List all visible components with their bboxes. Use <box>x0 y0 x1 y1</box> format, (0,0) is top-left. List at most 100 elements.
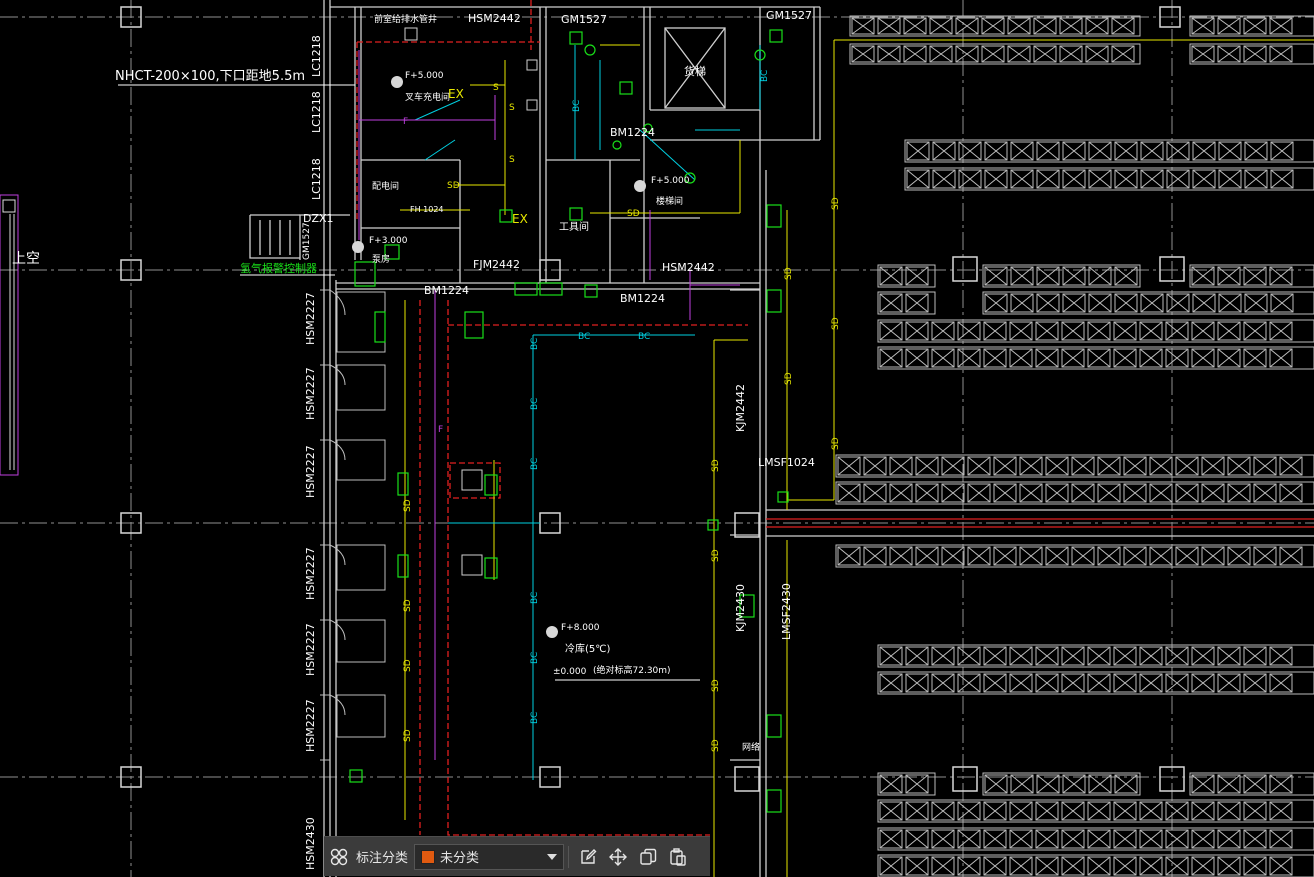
rack-cell <box>1061 856 1085 876</box>
rack-cell <box>837 483 861 503</box>
rack-cell-cross <box>1253 456 1277 476</box>
door-tag-kjm2442: KJM2442 <box>734 384 747 432</box>
rack-cell-cross <box>915 456 939 476</box>
rack-cell-cross <box>1227 546 1251 566</box>
rack-cell-cross <box>1139 829 1163 849</box>
rack-cell-cross <box>1269 348 1293 368</box>
rack-cell <box>932 169 956 189</box>
rack-cell-cross <box>905 774 929 794</box>
rack-row <box>1189 15 1314 37</box>
rack-cell <box>1175 456 1199 476</box>
rack-cell-cross <box>1217 266 1241 286</box>
rack-cell <box>1087 673 1111 693</box>
rack-cell <box>932 141 956 161</box>
rack-cell-cross <box>957 321 981 341</box>
rack-cell-cross <box>1062 774 1086 794</box>
rack-cell <box>1009 321 1033 341</box>
rack-cell-cross <box>1088 293 1112 313</box>
rack-cell <box>1087 646 1111 666</box>
edit-button[interactable] <box>573 842 603 872</box>
rack-cell-cross <box>879 321 903 341</box>
green-devices[interactable] <box>349 29 789 813</box>
rack-cell-cross <box>905 829 929 849</box>
rack-cell <box>1036 141 1060 161</box>
rack-cell <box>1036 293 1060 313</box>
rack-cell-cross <box>1191 266 1215 286</box>
rack-cell-cross <box>1113 801 1137 821</box>
rack-cell-cross <box>879 646 903 666</box>
rack-cell <box>905 646 929 666</box>
rack-cell <box>1139 321 1163 341</box>
rack-cell-cross <box>1244 141 1268 161</box>
group-icon <box>330 848 348 865</box>
rack-cell <box>1088 169 1112 189</box>
rack-cell <box>1270 169 1294 189</box>
rack-cell-cross <box>879 829 903 849</box>
rack-cell <box>1217 673 1241 693</box>
door-tag-hsm2227-1: HSM2227 <box>304 292 317 345</box>
rack-cell-cross <box>993 456 1017 476</box>
rack-cell-cross <box>1191 45 1215 63</box>
rack-cell-cross <box>1113 321 1137 341</box>
rack-cell <box>931 801 955 821</box>
rack-cell-cross <box>1243 266 1267 286</box>
move-button[interactable] <box>603 842 633 872</box>
rack-cell <box>906 141 930 161</box>
rack-cell-cross <box>957 673 981 693</box>
rack-cell <box>1139 673 1163 693</box>
rack-cell <box>1191 266 1215 286</box>
rack-cell <box>1114 266 1138 286</box>
rack-cell <box>1036 266 1060 286</box>
sd-label: SD <box>403 729 413 742</box>
sd-label: SD <box>831 317 841 330</box>
rack-cell <box>1140 141 1164 161</box>
rack-cell <box>863 546 887 566</box>
category-select[interactable]: 未分类 <box>414 843 565 870</box>
rack-cell-cross <box>1019 456 1043 476</box>
rack-cell <box>1191 321 1215 341</box>
group-button[interactable] <box>324 842 354 872</box>
rack-cell-cross <box>931 829 955 849</box>
rack-cell-cross <box>863 456 887 476</box>
rack-cell <box>879 801 903 821</box>
paste-icon <box>670 847 686 866</box>
rack-cell-cross <box>1217 774 1241 794</box>
rack-cell-cross <box>1191 829 1215 849</box>
rack-cell-cross <box>905 801 929 821</box>
sd-label: SD <box>403 499 413 512</box>
rack-cell <box>1088 141 1112 161</box>
rack-cell <box>1097 456 1121 476</box>
rack-cell <box>837 546 861 566</box>
net-room-label: 网络 <box>742 741 760 753</box>
rack-cell-cross <box>1253 546 1277 566</box>
rack-cell <box>957 856 981 876</box>
rack-cell <box>984 293 1008 313</box>
rack-cell <box>1217 829 1241 849</box>
rack-cell <box>993 483 1017 503</box>
door-tag-lmsf1024: LMSF1024 <box>758 456 815 469</box>
door-tag-hsm2442-top: HSM2442 <box>468 12 521 25</box>
rack-cell-cross <box>941 483 965 503</box>
copy-button[interactable] <box>633 842 663 872</box>
rack-cell-cross <box>1009 321 1033 341</box>
rack-cell <box>1085 17 1109 35</box>
rack-cell-cross <box>1279 456 1303 476</box>
rack-cell-cross <box>1201 546 1225 566</box>
rack-cell <box>1140 169 1164 189</box>
paste-button[interactable] <box>663 842 693 872</box>
door-tag-bm1224-b: BM1224 <box>620 292 665 305</box>
rack-cell-cross <box>1035 801 1059 821</box>
rack-cell <box>1191 829 1215 849</box>
rack-cell-cross <box>1036 141 1060 161</box>
rack-cell-cross <box>1139 856 1163 876</box>
rack-cell <box>1097 546 1121 566</box>
rack-cell <box>1253 456 1277 476</box>
rack-cell <box>1019 483 1043 503</box>
door-tag-hsm2227-5: HSM2227 <box>304 623 317 676</box>
s-label: S <box>509 103 515 113</box>
rack-cell-cross <box>1010 293 1034 313</box>
rack-cell <box>1009 856 1033 876</box>
rack-cell <box>1149 483 1173 503</box>
rack-cell-cross <box>879 801 903 821</box>
